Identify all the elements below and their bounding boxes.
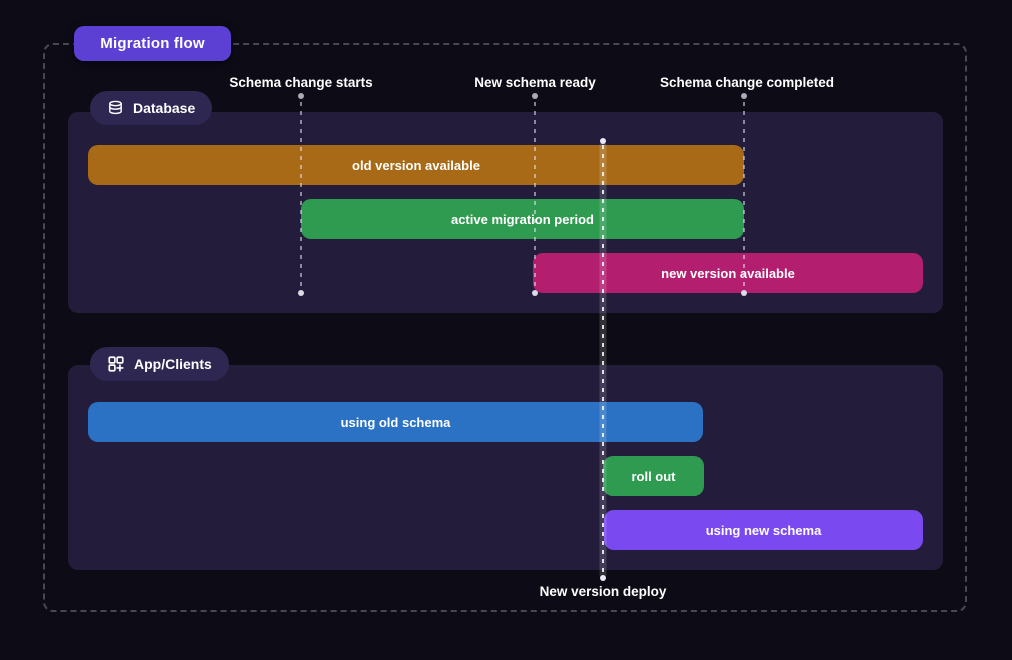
bar-using-new-schema: using new schema: [604, 510, 923, 550]
marker-line-schema-change-starts: [300, 102, 302, 288]
deploy-dot: [600, 575, 606, 581]
apps-plus-icon: [107, 355, 125, 373]
marker-dot: [741, 93, 747, 99]
marker-dot: [298, 290, 304, 296]
marker-label-new-schema-ready: New schema ready: [474, 75, 596, 90]
app-clients-badge-label: App/Clients: [134, 356, 212, 372]
bar-old-version-available: old version available: [88, 145, 744, 185]
database-badge-label: Database: [133, 100, 196, 116]
database-badge: Database: [90, 91, 213, 125]
bar-label: old version available: [352, 157, 480, 173]
bar-label: new version available: [661, 265, 795, 281]
marker-dot: [532, 290, 538, 296]
bar-label: active migration period: [450, 211, 595, 227]
diagram-dashed-frame: [43, 43, 967, 612]
bar-label: roll out: [631, 468, 676, 484]
bar-label: using new schema: [705, 522, 822, 538]
marker-dot: [298, 93, 304, 99]
bar-roll-out: roll out: [603, 456, 704, 496]
deploy-label: New version deploy: [539, 584, 667, 599]
bar-new-version-available: new version available: [533, 253, 923, 293]
marker-dot: [532, 93, 538, 99]
database-icon: [107, 100, 124, 117]
marker-line-schema-change-completed: [743, 102, 745, 288]
marker-label-schema-change-completed: Schema change completed: [659, 75, 835, 90]
marker-label-schema-change-starts: Schema change starts: [229, 75, 373, 90]
bar-active-migration-period: active migration period: [301, 199, 744, 239]
bar-label: using old schema: [340, 414, 451, 430]
bar-using-old-schema: using old schema: [88, 402, 703, 442]
title-badge: Migration flow: [74, 26, 231, 61]
marker-line-new-schema-ready: [534, 102, 536, 288]
deploy-line: [602, 145, 604, 575]
marker-dot: [741, 290, 747, 296]
app-clients-badge: App/Clients: [90, 347, 229, 381]
deploy-dot: [600, 138, 606, 144]
